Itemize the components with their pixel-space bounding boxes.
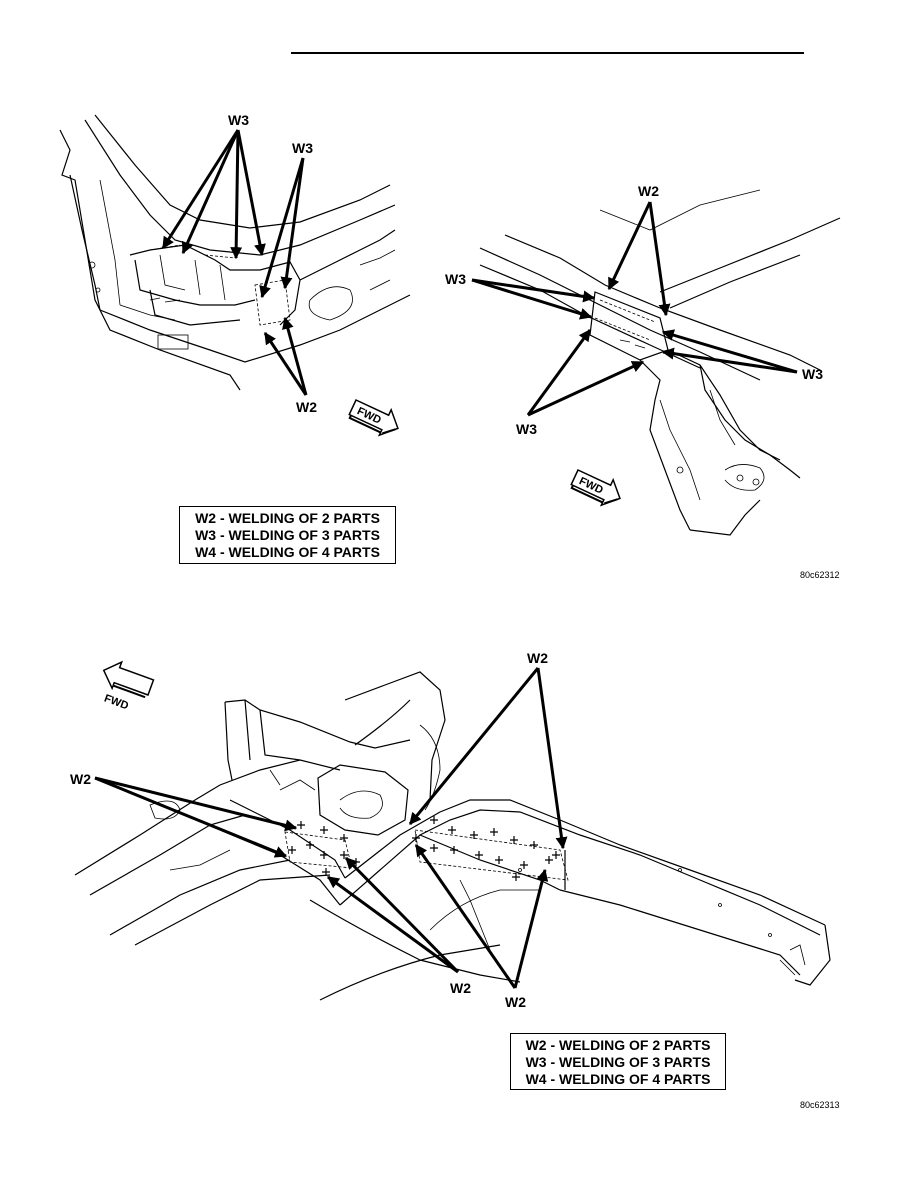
weld-legend-top: W2 - WELDING OF 2 PARTS W3 - WELDING OF … <box>179 506 396 564</box>
fig2-w3-bottom-label: W3 <box>516 421 537 437</box>
header-rule <box>291 52 804 54</box>
figure-2-drawing <box>479 189 841 536</box>
figure-1-leaders <box>161 129 308 396</box>
figure-1-drawing <box>59 114 411 391</box>
fig1-w2-bottom-label: W2 <box>296 399 317 415</box>
fig2-w2-top-label: W2 <box>638 183 659 199</box>
legend-line-w2: W2 - WELDING OF 2 PARTS <box>195 510 380 526</box>
fig3-w2-top-label: W2 <box>527 650 548 666</box>
fig2-w3-right-label: W3 <box>802 366 823 382</box>
fig3-w2-bottom-b-label: W2 <box>505 994 526 1010</box>
fig1-w3-top-label: W3 <box>228 112 249 128</box>
figure-3-weld-marks <box>288 816 560 881</box>
figure-2-leaders <box>471 201 798 417</box>
fig1-w3-right-label: W3 <box>292 140 313 156</box>
fig3-w2-bottom-a-label: W2 <box>450 980 471 996</box>
fig2-fwd-arrow-icon: FWD <box>570 469 621 507</box>
legend-line-w3: W3 - WELDING OF 3 PARTS <box>195 527 380 543</box>
fig3-fwd-arrow-icon <box>102 660 155 699</box>
legend-line-w4: W4 - WELDING OF 4 PARTS <box>195 544 380 560</box>
fig3-figure-id: 80c62313 <box>800 1100 840 1110</box>
fig2-w3-left-label: W3 <box>445 271 466 287</box>
fig3-w2-left-label: W2 <box>70 771 91 787</box>
fig2-figure-id: 80c62312 <box>800 570 840 580</box>
legend-line-w3: W3 - WELDING OF 3 PARTS <box>525 1054 711 1070</box>
fig3-fwd-label: FWD <box>102 693 130 713</box>
figure-3-drawing <box>74 671 831 1001</box>
legend-line-w4: W4 - WELDING OF 4 PARTS <box>525 1071 711 1087</box>
fig1-fwd-arrow-icon: FWD <box>348 399 399 437</box>
weld-legend-bottom: W2 - WELDING OF 2 PARTS W3 - WELDING OF … <box>510 1033 726 1090</box>
figure-3-leaders <box>94 667 568 989</box>
legend-line-w2: W2 - WELDING OF 2 PARTS <box>525 1037 711 1053</box>
